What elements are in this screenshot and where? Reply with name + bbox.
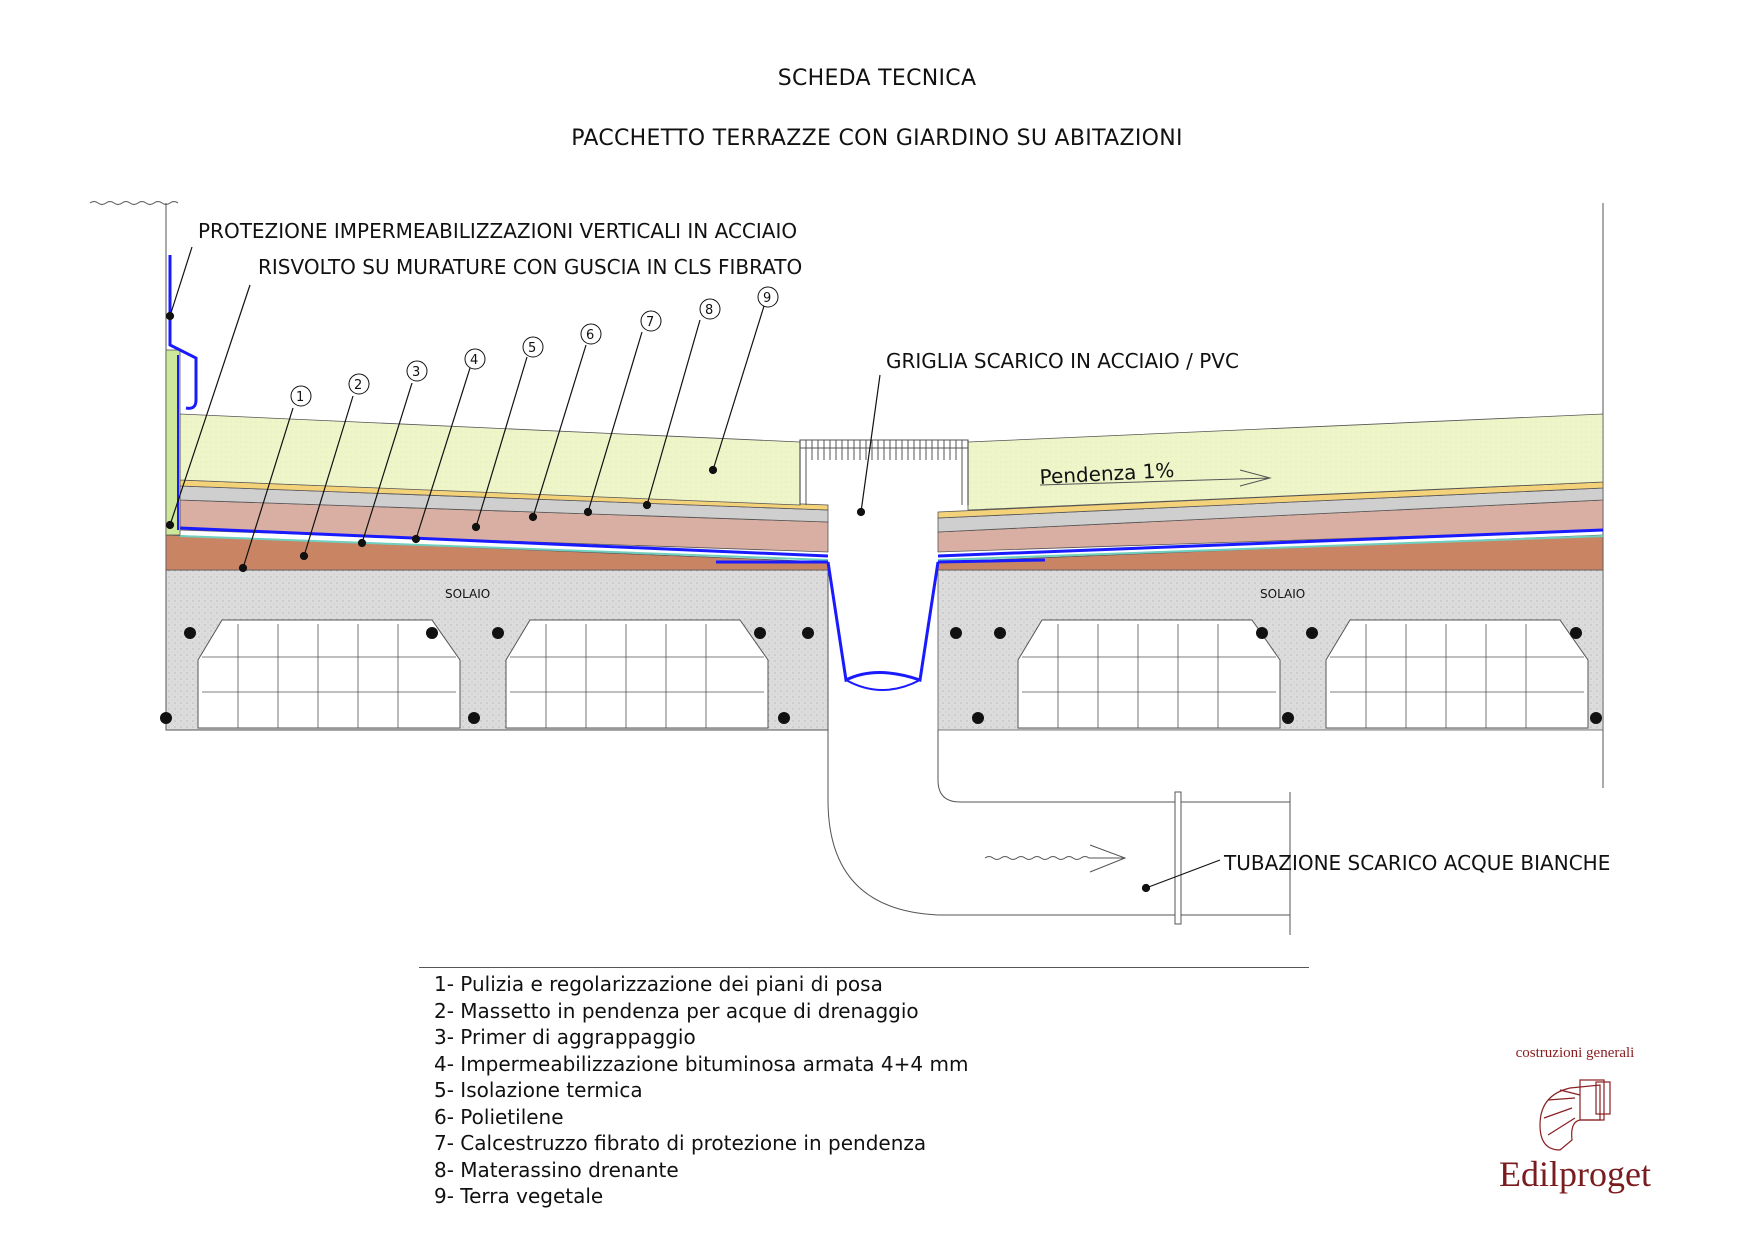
slab-block-right-2 [1325, 619, 1589, 729]
slab-block-right-1 [1017, 619, 1281, 729]
membrane-right [937, 528, 1604, 558]
slab-block-left-2 [505, 619, 769, 729]
layer-number-2: 2 [354, 378, 362, 393]
layer-number-6: 6 [586, 328, 594, 343]
page-subtitle: PACCHETTO TERRAZZE CON GIARDINO SU ABITA… [571, 126, 1183, 151]
legend-divider [419, 967, 1309, 968]
legend-item: 1- Pulizia e regolarizzazione dei piani … [434, 972, 883, 996]
legend-item: 5- Isolazione termica [434, 1078, 643, 1102]
membrane-left [179, 526, 829, 558]
rebar-dots [160, 627, 1602, 724]
page-title: SCHEDA TECNICA [777, 66, 977, 91]
legend-item: 3- Primer di aggrappaggio [434, 1025, 696, 1049]
layer-number-4: 4 [470, 353, 478, 368]
drain-pipe [827, 730, 1290, 916]
layer-number-9: 9 [763, 291, 771, 306]
legend-item: 4- Impermeabilizzazione bituminosa armat… [434, 1051, 969, 1076]
legend-item: 7- Calcestruzzo fibrato di protezione in… [434, 1131, 927, 1155]
callout-protezione: PROTEZIONE IMPERMEABILIZZAZIONI VERTICAL… [198, 219, 797, 243]
layer-number-7: 7 [646, 315, 654, 330]
flow-arrow [984, 844, 1127, 873]
callout-griglia: GRIGLIA SCARICO IN ACCIAIO / PVC [886, 349, 1239, 373]
logo-tagline: costruzioni generali [1515, 1045, 1635, 1061]
legend: 1- Pulizia e regolarizzazione dei piani … [434, 971, 968, 1210]
legend-item: 6- Polietilene [434, 1104, 564, 1129]
solaio-label-left: SOLAIO [445, 587, 490, 601]
drain-funnel [826, 561, 940, 683]
company-logo: costruzioni generali Edilproget [1480, 1045, 1670, 1205]
layer-number-5: 5 [528, 341, 536, 356]
slab-block-left-1 [197, 619, 461, 729]
steel-protection-profile [168, 255, 198, 410]
layer-number-8: 8 [705, 303, 713, 318]
callout-risvolto: RISVOLTO SU MURATURE CON GUSCIA IN CLS F… [258, 255, 802, 279]
slope-arrow [1039, 469, 1272, 487]
legend-item: 8- Materassino drenante [434, 1157, 679, 1182]
edilproget-logo-mark [1539, 1079, 1611, 1151]
logo-name: Edilproget [1499, 1154, 1651, 1194]
drain-grille [811, 440, 957, 460]
legend-item: 2- Massetto in pendenza per acque di dre… [434, 998, 919, 1023]
layer-number-3: 3 [412, 365, 420, 380]
legend-item: 9- Terra vegetale [434, 1184, 604, 1208]
ground-line [89, 201, 179, 205]
layer-number-1: 1 [296, 390, 304, 405]
callout-tubazione: TUBAZIONE SCARICO ACQUE BIANCHE [1223, 851, 1610, 875]
solaio-label-right: SOLAIO [1260, 587, 1305, 601]
